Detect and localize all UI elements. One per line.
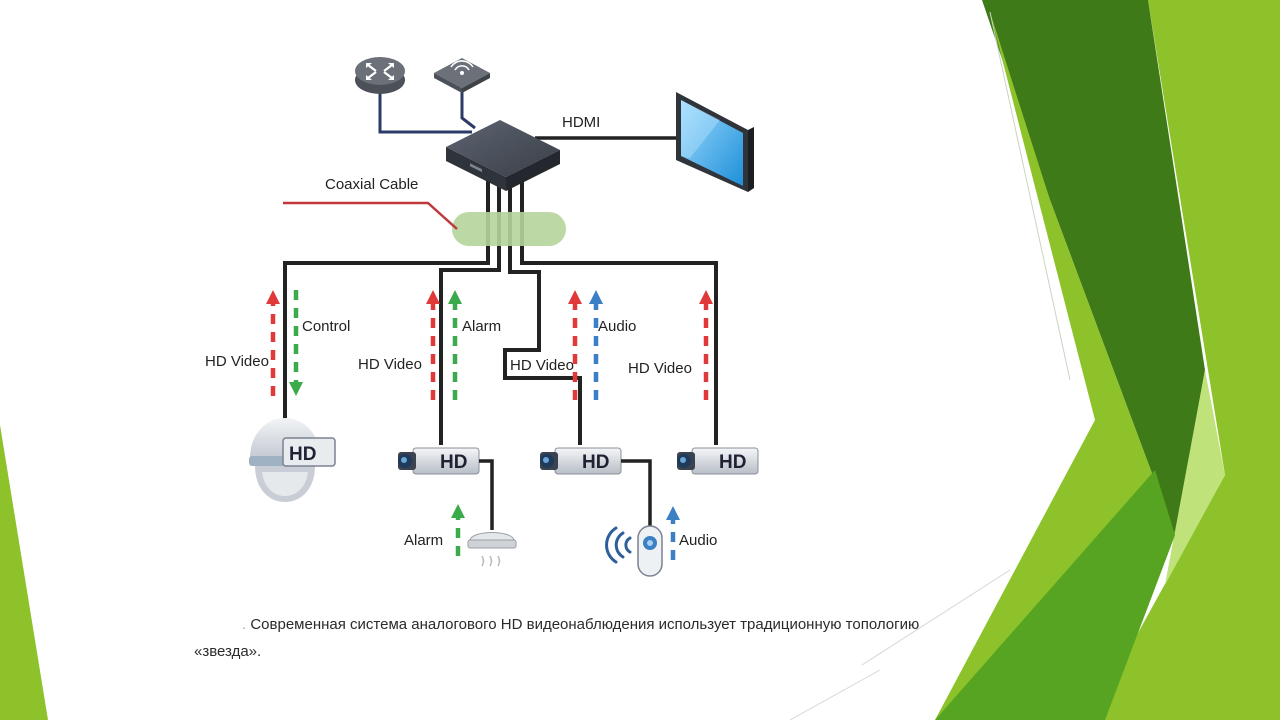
alarm-arrow <box>448 290 462 400</box>
caption: . Современная система аналогового HD вид… <box>194 611 934 665</box>
hd-video-arrow <box>426 290 440 400</box>
decor-shape-pale <box>1165 370 1225 585</box>
dome-camera-icon: HD <box>249 418 336 502</box>
decor-line <box>861 569 1011 666</box>
hdmi-label: HDMI <box>562 114 600 131</box>
box-camera-icon: HD <box>677 447 759 475</box>
router-icon <box>355 57 405 94</box>
coaxial-bundle <box>452 212 566 246</box>
hd-video-arrow <box>568 290 582 400</box>
hd-badge: HD <box>289 444 316 465</box>
caption-text: Современная система аналогового HD видео… <box>194 616 920 660</box>
audio-label: Audio <box>598 318 636 335</box>
audio-cable <box>621 459 652 528</box>
caption-prefix: . <box>242 616 247 633</box>
alarm-label: Alarm <box>462 318 501 335</box>
dvr-recorder-icon <box>446 120 560 191</box>
decor-shape-light <box>1090 0 1280 720</box>
box-camera-icon: HD <box>398 447 480 475</box>
audio-device-arrow <box>666 506 680 560</box>
wireless-access-point-icon <box>434 58 490 93</box>
network-cables <box>378 88 476 134</box>
hd-video-label-3: HD Video <box>510 357 574 374</box>
hd-video-arrow <box>266 290 280 396</box>
decor-line <box>989 11 1071 381</box>
smoke-detector-icon <box>467 532 517 567</box>
decor-line <box>789 669 881 720</box>
sensor-cable <box>479 459 494 530</box>
hd-video-label-4: HD Video <box>628 360 692 377</box>
hd-badge: HD <box>582 452 609 473</box>
hd-badge: HD <box>719 452 746 473</box>
decor-shape-deep <box>935 470 1175 720</box>
hd-video-label-2: HD Video <box>358 356 422 373</box>
coaxial-cable-label: Coaxial Cable <box>325 176 418 193</box>
alarm-sensor-label: Alarm <box>404 532 443 549</box>
coaxial-pointer <box>283 201 458 230</box>
monitor-icon <box>676 92 754 192</box>
audio-arrow <box>589 290 603 400</box>
hd-badge: HD <box>440 452 467 473</box>
alarm-sensor-arrow <box>451 504 465 556</box>
hd-video-arrow <box>699 290 713 400</box>
control-label: Control <box>302 318 350 335</box>
audio-pickup-icon <box>605 525 663 577</box>
hd-video-label-1: HD Video <box>205 353 269 370</box>
decor-shape-dark <box>982 0 1205 535</box>
box-camera-icon: HD <box>540 447 622 475</box>
decor-shape-left <box>0 425 48 720</box>
audio-device-label: Audio <box>679 532 717 549</box>
control-arrow <box>289 290 303 396</box>
